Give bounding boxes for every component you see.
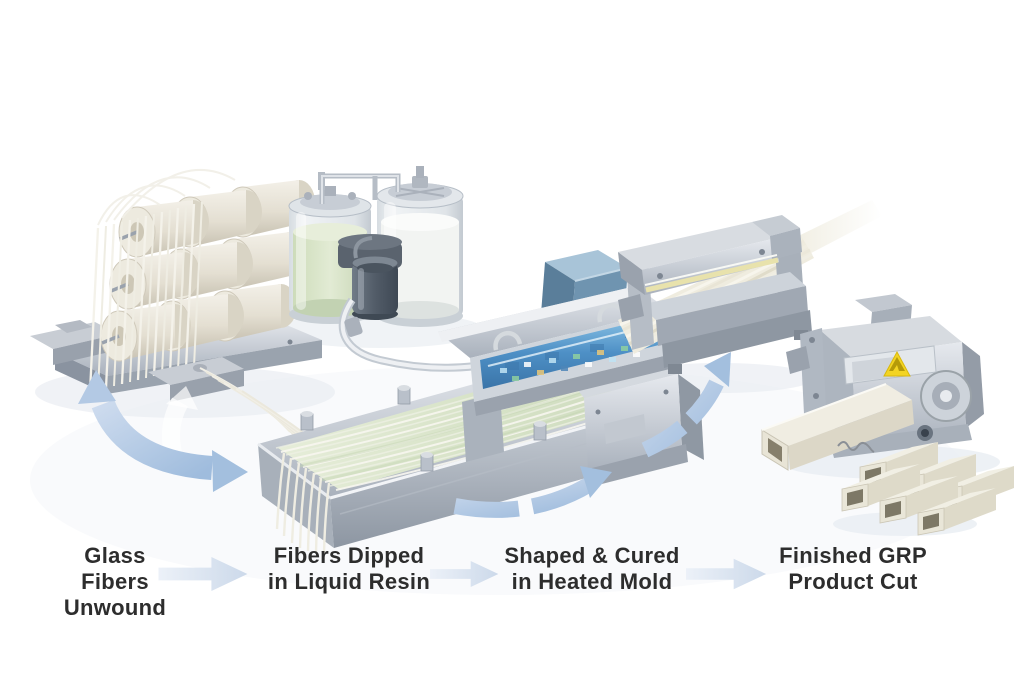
creel-spools-illustration: [30, 169, 322, 402]
curved-arrow-left-icon: [78, 370, 248, 492]
fiber-arcs: [97, 169, 236, 226]
mold-glass-speckles: [500, 346, 640, 381]
cut-profiles-illustration: [841, 442, 1014, 536]
tank-pipes: [319, 173, 401, 204]
curved-arrow-middle-icon: [453, 466, 612, 518]
draping-strands: [275, 452, 331, 554]
curved-arrow-right-icon: [641, 352, 731, 458]
puller-illustration: [618, 215, 812, 374]
fiber-comb: [88, 201, 203, 393]
cutting-machine-illustration: [761, 294, 984, 471]
heated-mold-illustration: [438, 250, 704, 486]
resin-tanks-illustration: [288, 166, 506, 372]
output-profile: [761, 383, 914, 471]
